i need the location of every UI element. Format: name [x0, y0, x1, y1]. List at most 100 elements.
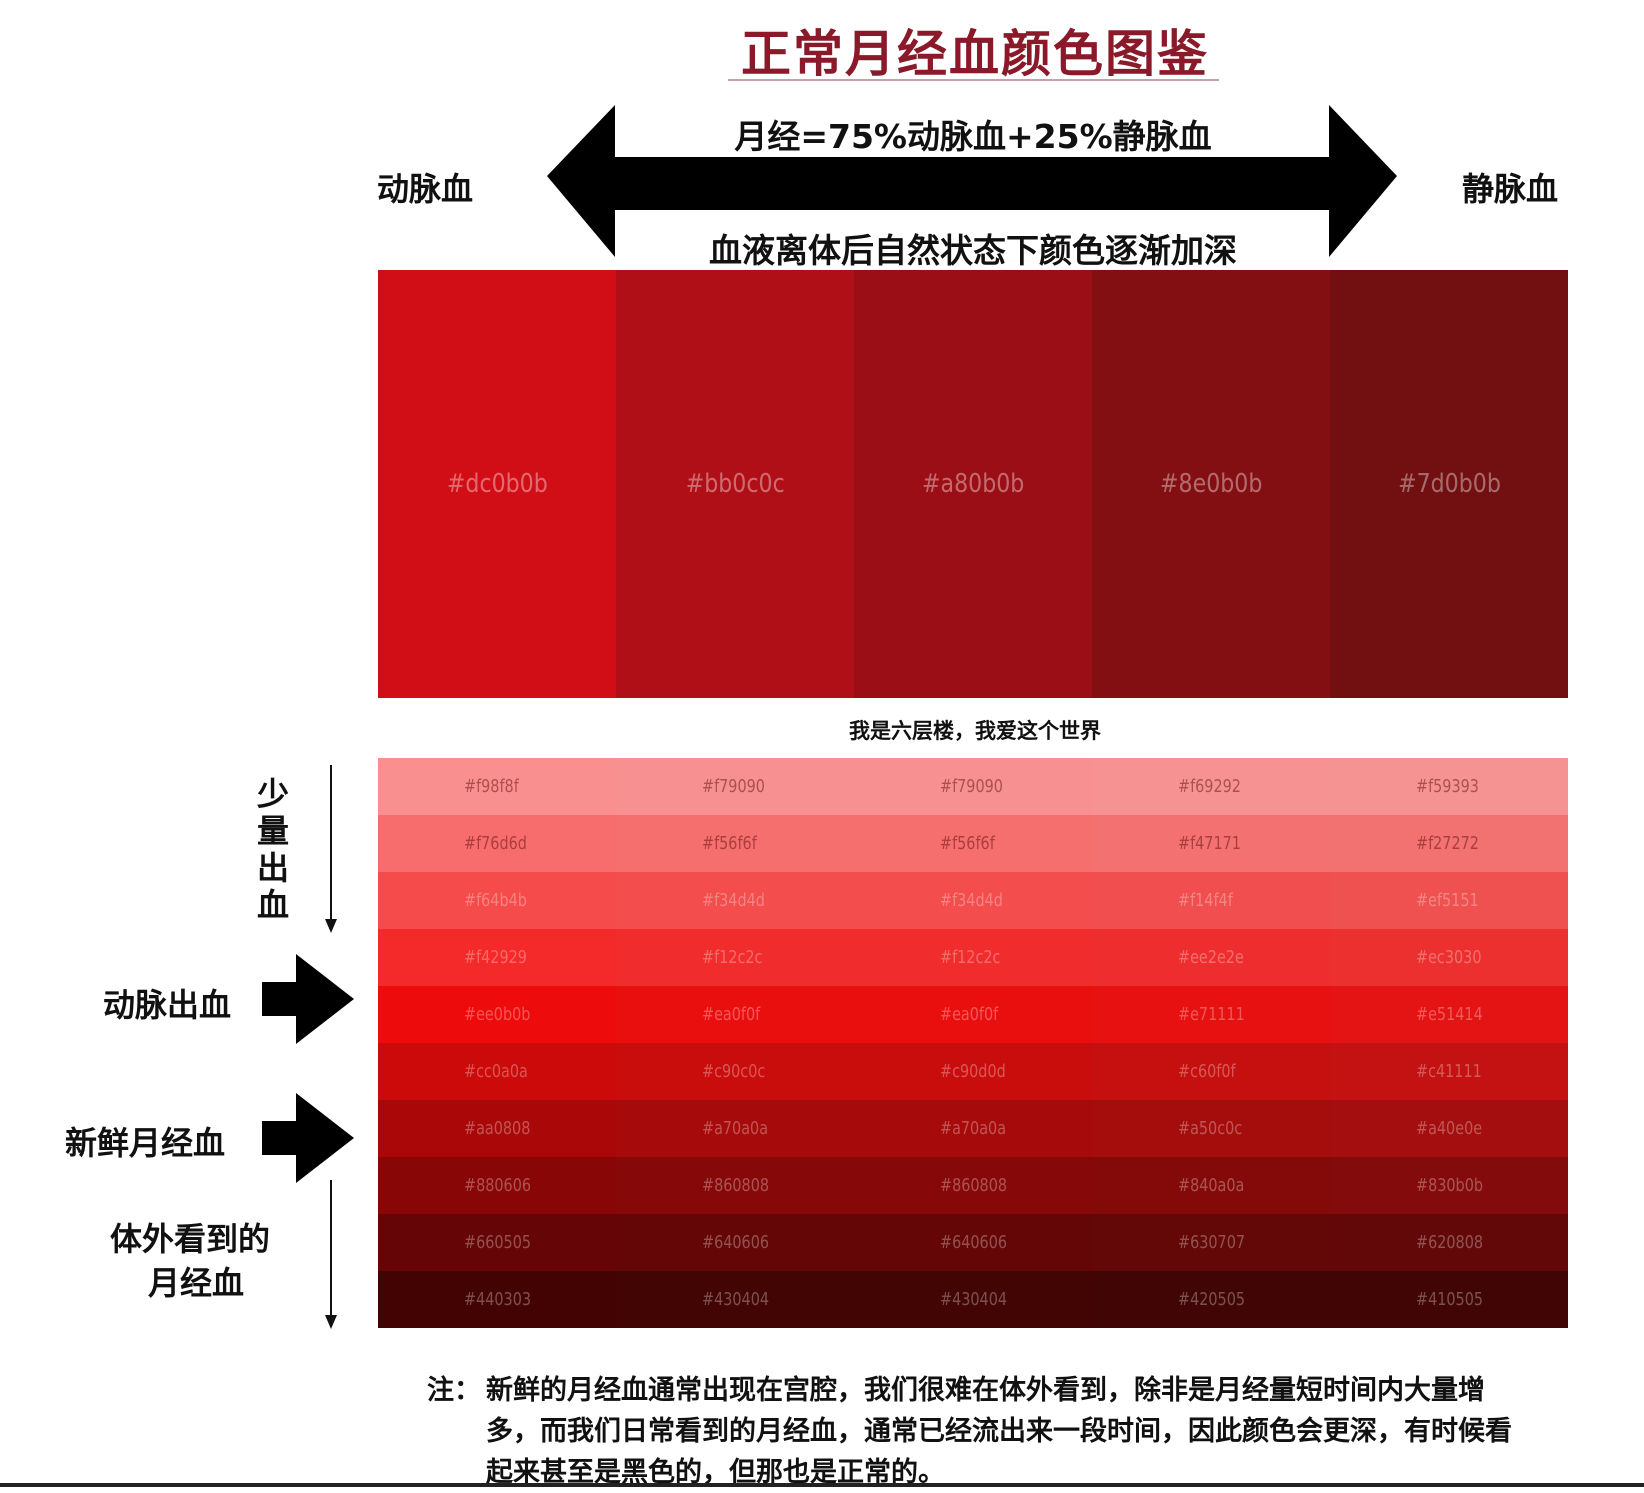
seen-outside-label-1: 体外看到的 — [110, 1220, 271, 1258]
grid-cell-hex: #420505 — [1178, 1289, 1246, 1310]
grid-cell-hex: #a70a0a — [940, 1118, 1007, 1139]
down-arrow-icon — [325, 1315, 337, 1329]
arterial-blood-label: 动脉血 — [377, 170, 474, 208]
grid-cell-hex: #430404 — [702, 1289, 770, 1310]
grid-cell: #f64b4b — [378, 872, 616, 929]
grid-cell: #640606 — [854, 1214, 1092, 1271]
grid-cell-hex: #c90d0d — [940, 1061, 1006, 1082]
grid-cell: #860808 — [616, 1157, 854, 1214]
grid-cell-hex: #ea0f0f — [940, 1004, 999, 1025]
grid-cell: #a40e0e — [1330, 1100, 1568, 1157]
title-underline — [728, 79, 1219, 81]
grid-cell: #a70a0a — [854, 1100, 1092, 1157]
grid-cell-hex: #440303 — [464, 1289, 532, 1310]
grid-cell-hex: #ee0b0b — [464, 1004, 531, 1025]
grid-cell-hex: #ea0f0f — [702, 1004, 761, 1025]
grid-row: #660505#640606#640606#630707#620808 — [378, 1214, 1568, 1271]
grid-cell-hex: #f59393 — [1416, 776, 1479, 797]
seen-outside-label-2: 月经血 — [148, 1264, 245, 1302]
grid-cell: #c90d0d — [854, 1043, 1092, 1100]
grid-cell: #830b0b — [1330, 1157, 1568, 1214]
grid-cell-hex: #a40e0e — [1416, 1118, 1483, 1139]
grid-cell-hex: #620808 — [1416, 1232, 1484, 1253]
grid-cell: #f59393 — [1330, 758, 1568, 815]
grid-cell: #f98f8f — [378, 758, 616, 815]
small-bleeding-label: 少量出血 — [256, 775, 289, 924]
grid-cell: #ec3030 — [1330, 929, 1568, 986]
grid-cell: #f69292 — [1092, 758, 1330, 815]
arterial-bleeding-label: 动脉出血 — [103, 986, 232, 1024]
swatch: #7d0b0b — [1330, 270, 1568, 698]
arrow-top-text: 月经=75%动脉血+25%静脉血 — [734, 117, 1212, 156]
grid-cell: #860808 — [854, 1157, 1092, 1214]
grid-cell: #420505 — [1092, 1271, 1330, 1328]
grid-cell-hex: #430404 — [940, 1289, 1008, 1310]
grid-cell: #ea0f0f — [854, 986, 1092, 1043]
note: 注： 新鲜的月经血通常出现在宫腔，我们很难在体外看到，除非是月经量短时间内大量增… — [427, 1370, 1527, 1488]
grid-row: #aa0808#a70a0a#a70a0a#a50c0c#a40e0e — [378, 1100, 1568, 1157]
grid-cell-hex: #ef5151 — [1416, 890, 1479, 911]
grid-cell-hex: #640606 — [702, 1232, 770, 1253]
grid-cell-hex: #f79090 — [940, 776, 1003, 797]
grid-cell-hex: #f79090 — [702, 776, 765, 797]
grid-row: #440303 #430404 #430404 #420505 #410505 — [378, 1271, 1568, 1328]
grid-row: #f42929 #f12c2c#f12c2c #ee2e2e #ec3030 — [378, 929, 1568, 986]
grid-cell-hex: #aa0808 — [464, 1118, 531, 1139]
grid-cell: #f14f4f — [1092, 872, 1330, 929]
down-arrow-icon — [325, 919, 337, 933]
grid-row: #f76d6d#f56f6f#f56f6f#f47171#f27272 — [378, 815, 1568, 872]
down-arrow-line — [330, 765, 332, 920]
bottom-bar — [0, 1483, 1644, 1487]
color-grid: #f98f8f#f79090#f79090#f69292#f59393#f76d… — [378, 758, 1568, 1328]
grid-cell-hex: #f42929 — [464, 947, 527, 968]
right-arrow-icon — [262, 954, 354, 1044]
grid-cell-hex: #840a0a — [1178, 1175, 1245, 1196]
grid-cell-hex: #c90c0c — [702, 1061, 766, 1082]
grid-cell-hex: #e71111 — [1178, 1004, 1245, 1025]
grid-cell: #620808 — [1330, 1214, 1568, 1271]
grid-cell-hex: #f98f8f — [464, 776, 519, 797]
caption: 我是六层楼，我爱这个世界 — [849, 718, 1101, 743]
grid-cell-hex: #660505 — [464, 1232, 532, 1253]
grid-row: #f98f8f #f79090 #f79090 #f69292 #f59393 — [378, 758, 1568, 815]
grid-cell: #ee2e2e — [1092, 929, 1330, 986]
grid-cell: #f12c2c — [854, 929, 1092, 986]
grid-cell-hex: #f64b4b — [464, 890, 527, 911]
double-arrow-icon — [547, 105, 1397, 257]
grid-cell-hex: #860808 — [940, 1175, 1008, 1196]
grid-cell-hex: #f56f6f — [702, 833, 757, 854]
grid-cell-hex: #c60f0f — [1178, 1061, 1236, 1082]
grid-cell-hex: #c41111 — [1416, 1061, 1482, 1082]
fresh-menstrual-label: 新鲜月经血 — [65, 1124, 226, 1162]
grid-cell-hex: #410505 — [1416, 1289, 1484, 1310]
grid-cell: #ef5151 — [1330, 872, 1568, 929]
grid-cell: #c60f0f — [1092, 1043, 1330, 1100]
swatch-hex: #a80b0b — [921, 469, 1025, 499]
right-arrow-icon — [262, 1093, 354, 1183]
grid-cell: #f12c2c — [616, 929, 854, 986]
grid-cell: #410505 — [1330, 1271, 1568, 1328]
grid-cell: #f79090 — [854, 758, 1092, 815]
grid-cell-hex: #cc0a0a — [464, 1061, 528, 1082]
grid-cell-hex: #e51414 — [1416, 1004, 1483, 1025]
grid-cell-hex: #f34d4d — [702, 890, 765, 911]
grid-cell: #e71111 — [1092, 986, 1330, 1043]
down-arrow-line — [330, 1180, 332, 1316]
grid-row: #f64b4b#f34d4d#f34d4d#f14f4f#ef5151 — [378, 872, 1568, 929]
grid-cell: #cc0a0a — [378, 1043, 616, 1100]
grid-cell: #f56f6f — [854, 815, 1092, 872]
page-title: 正常月经血颜色图鉴 — [741, 24, 1209, 83]
grid-cell: #f47171 — [1092, 815, 1330, 872]
swatch: #8e0b0b — [1092, 270, 1330, 698]
grid-cell-hex: #a70a0a — [702, 1118, 769, 1139]
swatch: #dc0b0b — [378, 270, 616, 698]
grid-cell: #440303 — [378, 1271, 616, 1328]
swatch-hex: #dc0b0b — [446, 469, 548, 499]
grid-cell-hex: #ee2e2e — [1178, 947, 1244, 968]
grid-row: #ee0b0b #ea0f0f #ea0f0f #e71111 #e51414 — [378, 986, 1568, 1043]
grid-cell: #ee0b0b — [378, 986, 616, 1043]
grid-cell-hex: #f47171 — [1178, 833, 1241, 854]
grid-cell: #f79090 — [616, 758, 854, 815]
grid-cell-hex: #ec3030 — [1416, 947, 1482, 968]
grid-cell: #c90c0c — [616, 1043, 854, 1100]
